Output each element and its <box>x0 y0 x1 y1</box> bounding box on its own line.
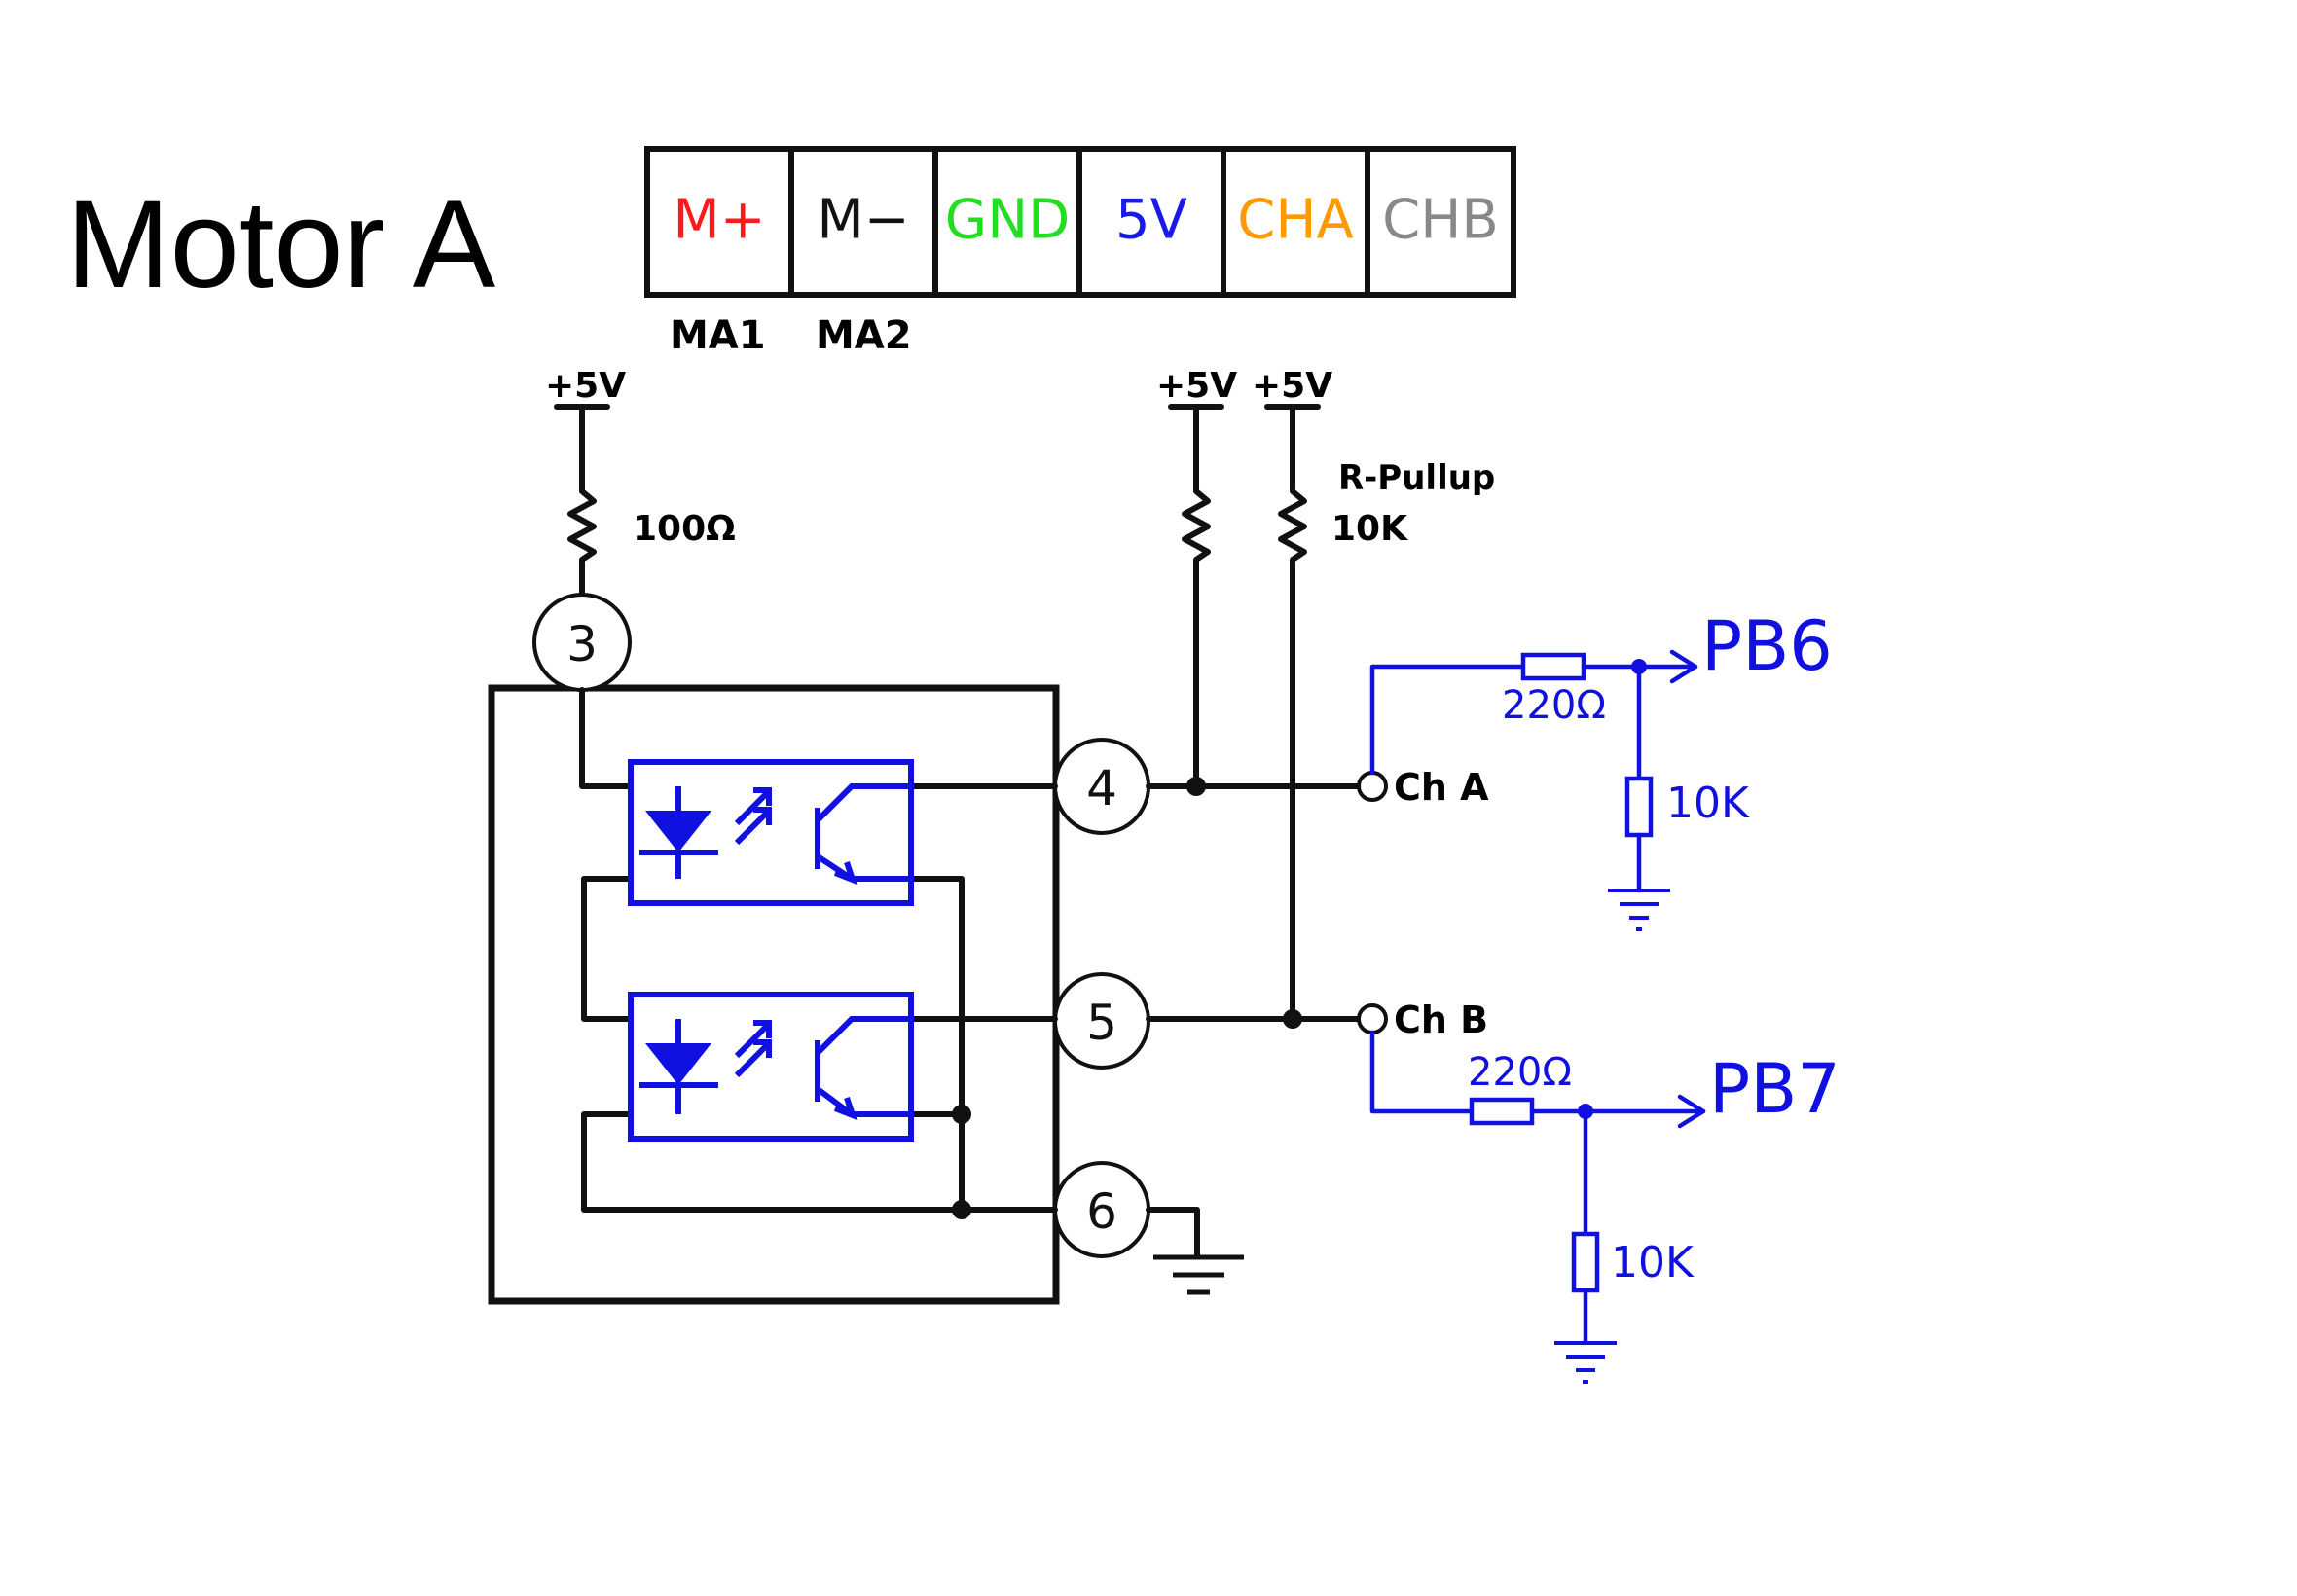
resistor-220-a <box>1520 652 1586 681</box>
optocoupler-b <box>628 992 914 1142</box>
pullup-network: +5V +5V R-Pullup 10K Ch A Ch B <box>1146 366 1495 1041</box>
label-cha: Ch A <box>1394 766 1489 809</box>
connector-label-chb: CHB <box>1382 189 1499 252</box>
pin-4-label: 4 <box>1086 760 1117 816</box>
connector-strip: M+ M− GND 5V CHA CHB MA1 MA2 <box>644 146 1516 358</box>
supply-label-right: +5V <box>1252 366 1332 406</box>
led-icon <box>645 1043 711 1085</box>
label-10k-b: 10K <box>1611 1238 1695 1288</box>
ground-icon <box>1146 1207 1244 1295</box>
internal-wiring <box>579 687 1058 1219</box>
connector-label-gnd: GND <box>945 189 1070 252</box>
resistor-10k-b <box>1571 1231 1600 1293</box>
connector-label-m-plus: M+ <box>673 189 765 252</box>
resistor-10k-a <box>1624 776 1654 838</box>
resistor-label-100: 100Ω <box>633 509 736 549</box>
encoder-package <box>488 684 1060 1305</box>
filter-pb7: 220Ω 10K PB7 <box>1369 1030 1841 1384</box>
connector-label-5v: 5V <box>1115 189 1187 252</box>
supply-label-mid: +5V <box>1156 366 1237 406</box>
supply-label-left: +5V <box>545 366 626 406</box>
pins: 3 4 5 6 <box>532 593 1150 1258</box>
page-title: Motor A <box>66 175 496 314</box>
optocoupler-a <box>628 759 914 906</box>
label-10k-a: 10K <box>1666 779 1750 828</box>
filter-pb6: 220Ω 10K PB6 <box>1369 606 1833 931</box>
connector-label-m-minus: M− <box>817 189 909 252</box>
label-220-b: 220Ω <box>1468 1050 1572 1095</box>
label-pb6: PB6 <box>1701 606 1833 686</box>
pin-6-label: 6 <box>1086 1183 1117 1240</box>
connector-cell <box>1365 146 1516 298</box>
label-chb: Ch B <box>1394 998 1488 1041</box>
connector-sublabel-ma2: MA2 <box>816 313 912 358</box>
label-pb7: PB7 <box>1709 1049 1841 1129</box>
connector-label-cha: CHA <box>1237 189 1354 252</box>
led-icon <box>645 811 711 852</box>
connector-sublabel-ma1: MA1 <box>670 313 766 358</box>
pullup-value: 10K <box>1331 509 1408 549</box>
pin-3-label: 3 <box>566 616 598 672</box>
led-supply: +5V 100Ω <box>545 366 736 598</box>
pullup-title: R-Pullup <box>1338 458 1495 497</box>
test-point-chb <box>1357 1003 1388 1034</box>
pin-5-label: 5 <box>1086 995 1117 1051</box>
resistor-220-b <box>1469 1097 1535 1126</box>
label-220-a: 220Ω <box>1502 683 1606 728</box>
test-point-cha <box>1357 771 1388 802</box>
